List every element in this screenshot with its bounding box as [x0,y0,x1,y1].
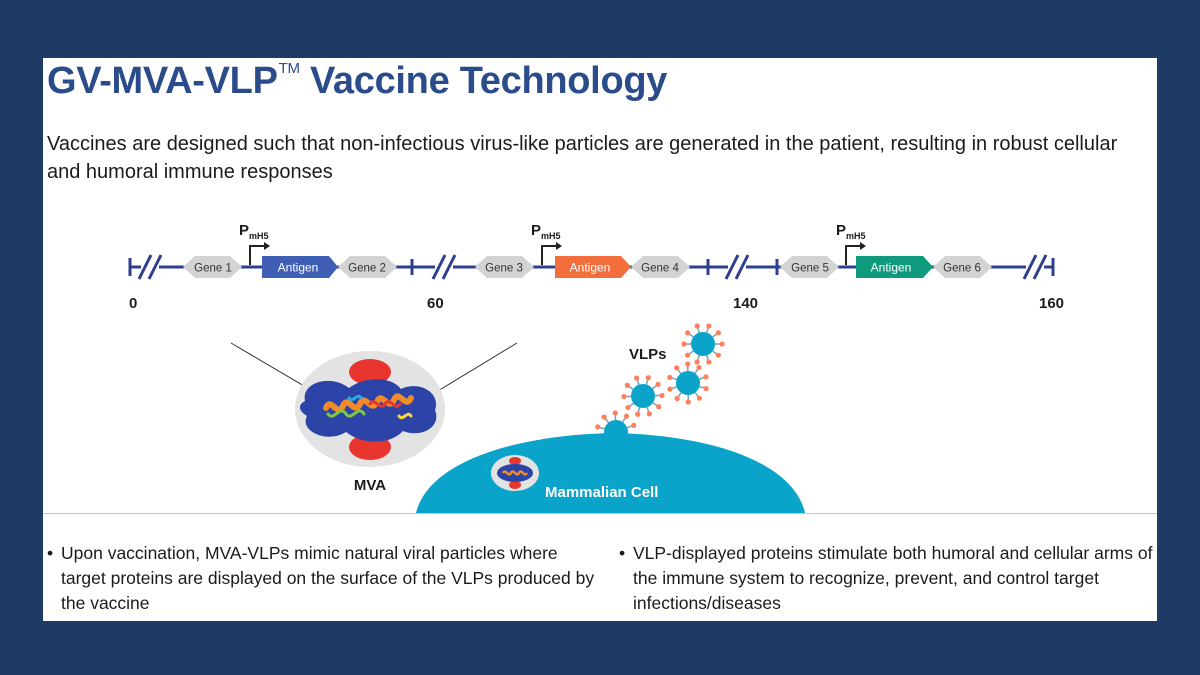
position-label-0: 0 [129,295,137,312]
gene-4: Gene 4 [631,256,690,278]
vlp-group [595,323,725,444]
antigen-2: Antigen [555,256,631,278]
break-mark [1022,254,1048,280]
bullet-item: Upon vaccination, MVA-VLPs mimic natural… [47,541,607,616]
slide-title: GV-MVA-VLPTM Vaccine Technology [47,60,668,102]
svg-text:Gene 6: Gene 6 [943,263,981,275]
svg-text:Gene 2: Gene 2 [348,263,386,275]
svg-text:PmH5: PmH5 [836,222,866,241]
promoter-3: PmH5 [836,222,866,265]
mva-core [300,379,437,442]
break-mark [431,254,457,280]
position-label-140: 140 [733,295,758,312]
bullet-list-right: VLP-displayed proteins stimulate both hu… [619,541,1157,616]
antigen-1: Antigen [262,256,338,278]
mva-particle: MVA [230,342,518,494]
gene-1: Gene 1 [183,256,242,278]
svg-text:PmH5: PmH5 [239,222,269,241]
position-label-60: 60 [427,295,444,312]
mammalian-cell: Mammalian Cell [415,433,806,514]
slide: GV-MVA-VLPTM Vaccine Technology Vaccines… [43,58,1157,621]
bullet-list-left: Upon vaccination, MVA-VLPs mimic natural… [47,541,607,616]
svg-text:Antigen: Antigen [871,261,912,275]
mva-lateral-body [349,359,391,385]
vlp-particle [667,361,709,405]
break-mark [724,254,750,280]
svg-text:Antigen: Antigen [570,261,611,275]
position-label-160: 160 [1039,295,1064,312]
mva-dna [323,393,414,413]
break-mark [137,254,163,280]
svg-text:Gene 3: Gene 3 [485,263,523,275]
mammalian-cell-label: Mammalian Cell [545,484,658,501]
trademark: TM [278,60,300,77]
genome-construct: Gene 1 Gene 2 Gene 3 Gene 4 Gene 5 Gene … [128,222,1064,312]
vlp-particle [595,410,637,444]
slide-subtitle: Vaccines are designed such that non-infe… [47,133,1118,183]
gene-2: Gene 2 [338,256,397,278]
svg-text:Gene 1: Gene 1 [194,263,232,275]
vlps-label: VLPs [629,346,667,363]
svg-text:Gene 4: Gene 4 [641,263,679,275]
vlp-particle [681,323,725,365]
svg-text:PmH5: PmH5 [531,222,561,241]
gene-3: Gene 3 [475,256,534,278]
vlp-particle [621,375,665,417]
cell-body [415,433,806,514]
section-divider [43,513,1157,514]
gene-5: Gene 5 [780,256,839,278]
gene-6: Gene 6 [933,256,992,278]
mva-label: MVA [354,477,386,494]
promoter-1: PmH5 [239,222,270,265]
vaccine-diagram: Gene 1 Gene 2 Gene 3 Gene 4 Gene 5 Gene … [128,222,1064,514]
svg-text:Gene 5: Gene 5 [791,263,829,275]
antigen-3: Antigen [856,256,933,278]
svg-text:Antigen: Antigen [278,261,319,275]
promoter-2: PmH5 [531,222,562,265]
bullet-item: VLP-displayed proteins stimulate both hu… [619,541,1157,616]
